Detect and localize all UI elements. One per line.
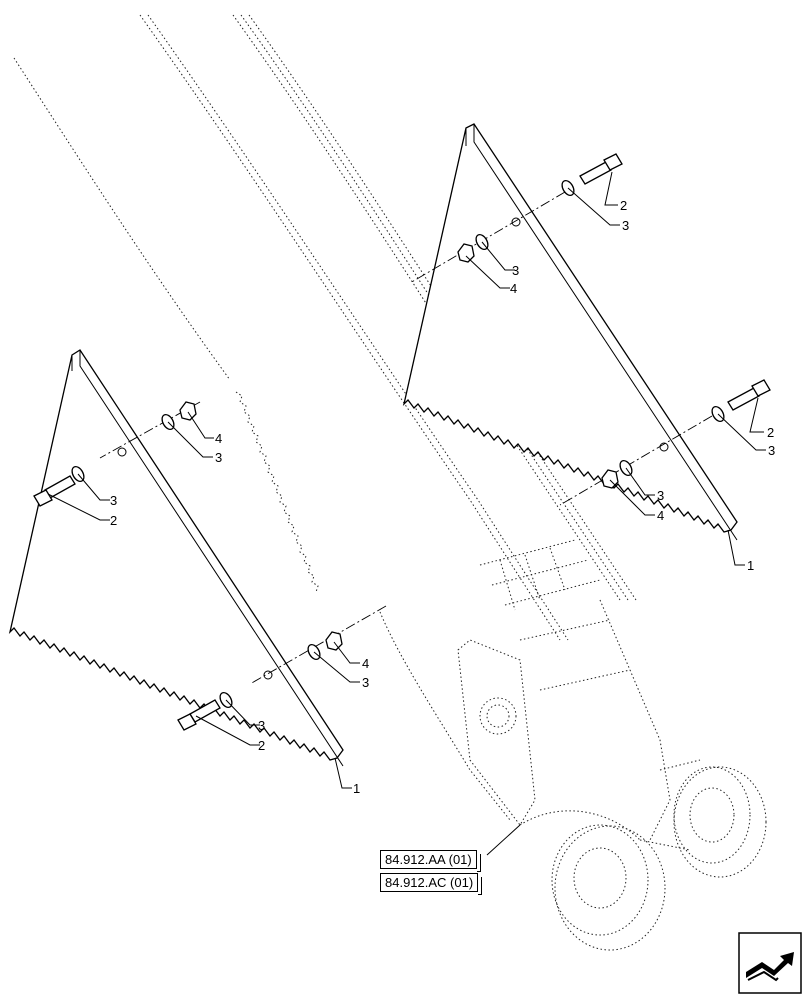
callout-washer-low2-right: 3 <box>657 488 664 503</box>
bolt-top-right <box>579 153 623 185</box>
callout-plate-right: 1 <box>747 558 754 573</box>
callout-bolt-top-right: 2 <box>620 198 627 213</box>
callout-washer-top-left: 3 <box>215 450 222 465</box>
callout-numbers: 2 3 3 4 2 3 3 4 1 4 3 3 2 4 3 3 2 1 <box>110 198 775 796</box>
fasteners-left <box>33 401 343 731</box>
reference-link-aa[interactable]: 84.912.AA (01) <box>380 850 481 872</box>
callout-nut-top-left: 4 <box>215 431 222 446</box>
wear-strip-left <box>8 349 344 767</box>
callout-washer-top-right: 3 <box>622 218 629 233</box>
callout-plate-left: 1 <box>353 781 360 796</box>
bolt-low-right <box>727 379 771 411</box>
callout-bolt-low-right: 2 <box>767 425 774 440</box>
wear-strip-upper-right <box>402 123 738 541</box>
return-arrow-icon[interactable] <box>738 932 802 994</box>
callout-washer-low-right: 3 <box>768 443 775 458</box>
nut-low-left <box>325 631 343 651</box>
callout-nut-low-right: 4 <box>657 508 664 523</box>
callout-washer-mid-right: 3 <box>512 263 519 278</box>
nut-top-left <box>179 401 197 421</box>
callout-bolt-top-left: 2 <box>110 513 117 528</box>
reference-link-ac[interactable]: 84.912.AC (01) <box>380 873 483 895</box>
callout-nut-low-left: 4 <box>362 656 369 671</box>
callout-bolt-low-left: 2 <box>258 738 265 753</box>
nut-mid-right <box>457 243 475 263</box>
callout-nut-mid-right: 4 <box>510 281 517 296</box>
bolt-top-left <box>33 475 76 507</box>
callout-washer-low-left: 3 <box>362 675 369 690</box>
phantom-arm-outline <box>13 14 767 951</box>
callout-washer-bolt-left: 3 <box>110 493 117 508</box>
leader-lines <box>47 171 766 856</box>
callout-washer-bolt-low-left: 3 <box>258 718 265 733</box>
